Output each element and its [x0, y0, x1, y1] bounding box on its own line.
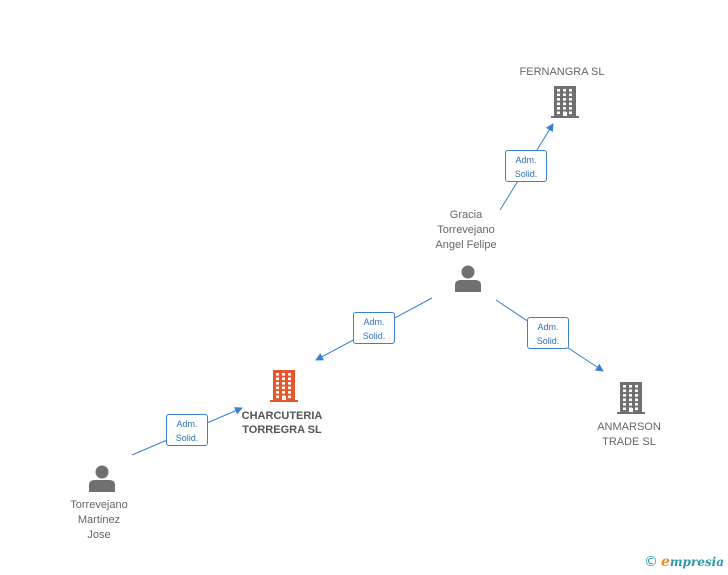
node-label-line: TRADE SL: [602, 436, 656, 448]
brand-logo: empresia: [660, 554, 724, 570]
edge-label-line: Solid.: [536, 336, 560, 346]
edge-label-line: Adm.: [176, 419, 198, 429]
node-label-line: Martinez: [77, 514, 121, 526]
node-label-line: FERNANGRA SL: [519, 66, 605, 78]
edge-label-line: Solid.: [175, 433, 199, 443]
edge-label-gracia-anmarson[interactable]: Adm. Solid.: [527, 317, 569, 349]
edge-label-line: Solid.: [514, 169, 538, 179]
edge-label-martinez-charcuteria[interactable]: Adm. Solid.: [166, 414, 208, 446]
edge-label-gracia-charcuteria[interactable]: Adm. Solid.: [353, 312, 395, 344]
footer-brand[interactable]: © empresia: [644, 553, 724, 571]
node-label-anmarson[interactable]: ANMARSON TRADE SL: [597, 420, 661, 450]
edge-label-line: Adm.: [363, 317, 385, 327]
node-label-line: Torrevejano: [70, 499, 128, 511]
building-icon[interactable]: [270, 370, 298, 402]
building-icon[interactable]: [617, 382, 645, 414]
edge-label-line: Adm.: [515, 155, 537, 165]
edge-label-line: Solid.: [362, 331, 386, 341]
person-icon[interactable]: [89, 465, 115, 493]
node-label-charcuteria[interactable]: CHARCUTERIA TORREGRA SL: [242, 409, 323, 437]
edge-label-line: Adm.: [537, 322, 559, 332]
edge-label-gracia-fernangra[interactable]: Adm. Solid.: [505, 150, 547, 182]
node-label-line: Torrevejano: [437, 224, 495, 236]
node-label-martinez[interactable]: Torrevejano Martinez Jose: [70, 498, 127, 543]
node-label-line: Jose: [87, 529, 111, 541]
node-label-gracia[interactable]: Gracia Torrevejano Angel Felipe: [435, 208, 496, 253]
node-label-line: Gracia: [449, 209, 483, 221]
node-label-line: CHARCUTERIA: [241, 410, 323, 422]
person-icon[interactable]: [455, 265, 481, 293]
node-label-line: Angel Felipe: [435, 239, 497, 251]
node-label-line: ANMARSON: [597, 421, 661, 433]
node-label-line: TORREGRA SL: [242, 424, 322, 436]
copyright-icon: ©: [643, 554, 658, 570]
node-label-fernangra[interactable]: FERNANGRA SL: [520, 65, 605, 80]
building-icon[interactable]: [551, 86, 579, 118]
